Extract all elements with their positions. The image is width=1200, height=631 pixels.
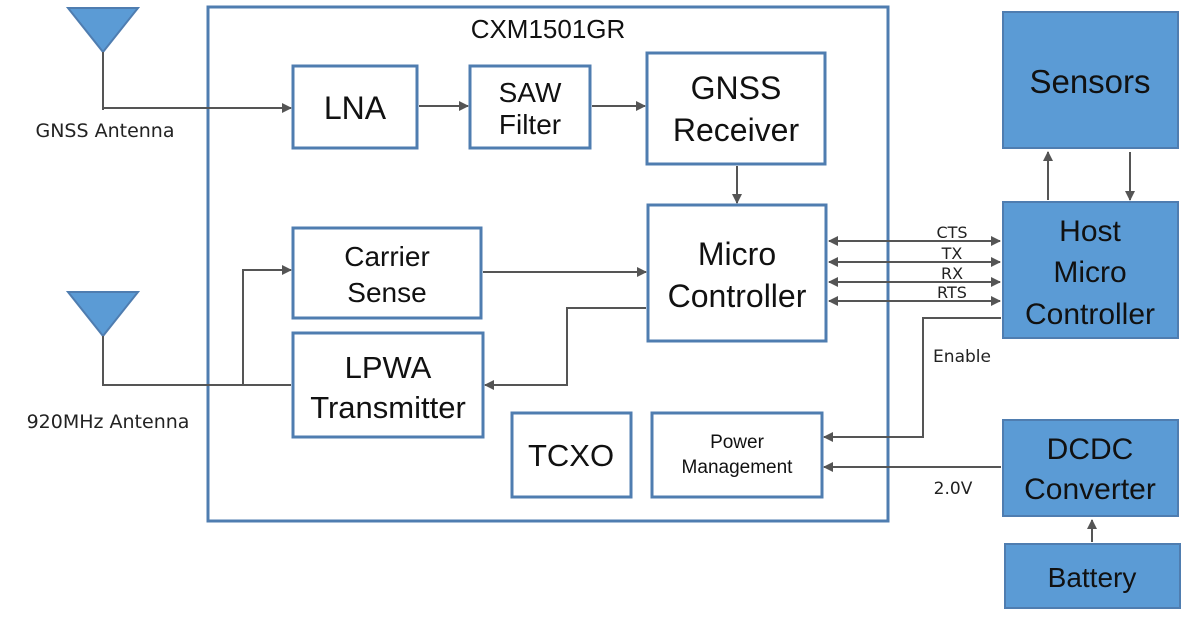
svg-text:Sense: Sense [347, 277, 426, 308]
svg-text:Carrier: Carrier [344, 241, 430, 272]
gnss-antenna-icon [65, 7, 141, 110]
cts-label: CTS [936, 223, 967, 242]
battery-block: Battery [1004, 543, 1181, 609]
gnss-receiver-block: GNSS Receiver [645, 51, 827, 166]
carrier-sense-block: Carrier Sense [291, 226, 483, 320]
svg-text:Micro: Micro [698, 236, 776, 272]
connections [103, 101, 1135, 542]
chip-title: CXM1501GR [471, 14, 626, 44]
svg-text:Controller: Controller [668, 278, 807, 314]
gnss-antenna-label: GNSS Antenna [35, 120, 174, 142]
svg-text:Transmitter: Transmitter [310, 390, 466, 425]
micro-controller-block: Micro Controller [646, 203, 828, 343]
svg-text:Receiver: Receiver [673, 112, 800, 148]
svg-text:GNSS: GNSS [691, 70, 782, 106]
rx-label: RX [941, 264, 963, 283]
tcxo-block: TCXO [510, 411, 633, 499]
power-management-block: Power Management [650, 411, 824, 499]
svg-text:Sensors: Sensors [1029, 63, 1150, 100]
svg-text:SAW: SAW [499, 77, 562, 108]
svg-text:Micro: Micro [1053, 256, 1126, 289]
svg-text:Converter: Converter [1024, 473, 1156, 506]
enable-arrow [823, 317, 1001, 442]
svg-text:Management: Management [682, 457, 794, 478]
svg-text:Host: Host [1059, 215, 1121, 248]
host-micro-controller-block: Host Micro Controller [1002, 201, 1179, 339]
svg-text:Power: Power [710, 432, 765, 453]
svg-text:DCDC: DCDC [1047, 433, 1134, 466]
enable-label: Enable [933, 347, 991, 367]
antenna-to-carrier-sense-arrow [242, 265, 292, 385]
tx-label: TX [941, 244, 963, 263]
lna-block: LNA [291, 64, 419, 150]
sensors-block: Sensors [1002, 11, 1179, 149]
svg-text:LPWA: LPWA [345, 350, 432, 385]
svg-text:TCXO: TCXO [528, 438, 614, 473]
svg-text:Controller: Controller [1025, 298, 1155, 331]
920mhz-antenna-icon [65, 291, 141, 386]
svg-text:LNA: LNA [324, 90, 387, 126]
svg-text:Battery: Battery [1048, 562, 1137, 593]
920mhz-antenna-label: 920MHz Antenna [27, 411, 190, 433]
dcdc-converter-block: DCDC Converter [1002, 419, 1179, 517]
svg-text:Filter: Filter [499, 109, 561, 140]
mcu-to-lpwa-arrow [484, 307, 646, 390]
voltage-label: 2.0V [934, 479, 973, 499]
rts-label: RTS [937, 283, 967, 302]
lpwa-transmitter-block: LPWA Transmitter [291, 331, 485, 439]
saw-filter-block: SAW Filter [468, 64, 592, 150]
